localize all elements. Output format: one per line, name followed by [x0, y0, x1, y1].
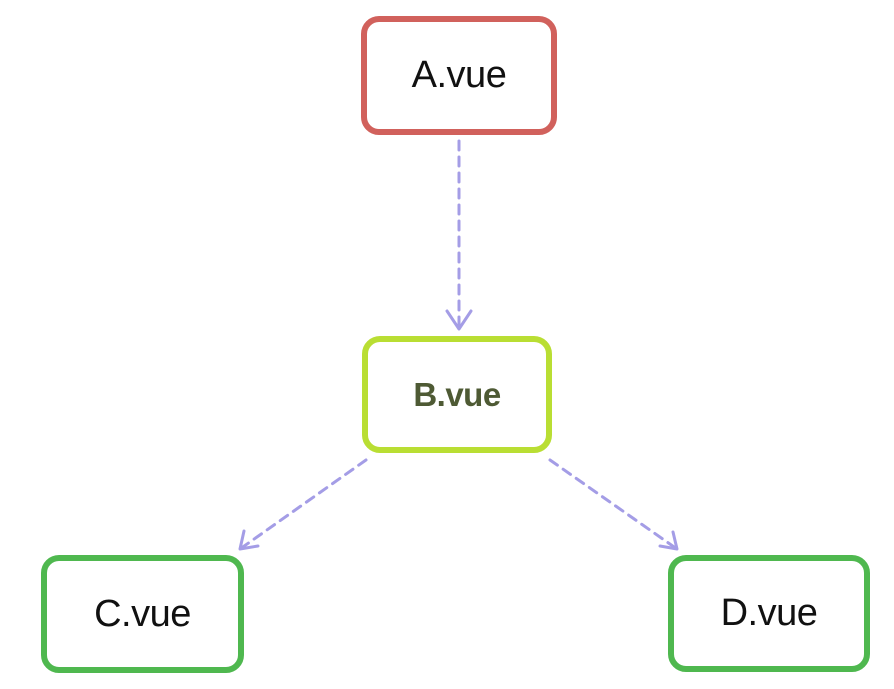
arrowhead-a-to-b — [445, 309, 473, 331]
arrowhead-b-to-c — [238, 529, 260, 551]
node-d-label: D.vue — [720, 592, 818, 634]
node-c-vue: C.vue — [41, 555, 244, 673]
node-b-vue: B.vue — [362, 336, 552, 453]
node-a-vue: A.vue — [361, 16, 557, 135]
node-b-label: B.vue — [413, 375, 501, 413]
node-a-label: A.vue — [411, 54, 507, 96]
edge-b-to-d — [548, 458, 679, 551]
node-c-label: C.vue — [94, 592, 191, 635]
node-d-vue: D.vue — [668, 555, 870, 672]
arrowhead-b-to-d — [658, 530, 679, 551]
edge-b-to-c — [238, 458, 368, 551]
